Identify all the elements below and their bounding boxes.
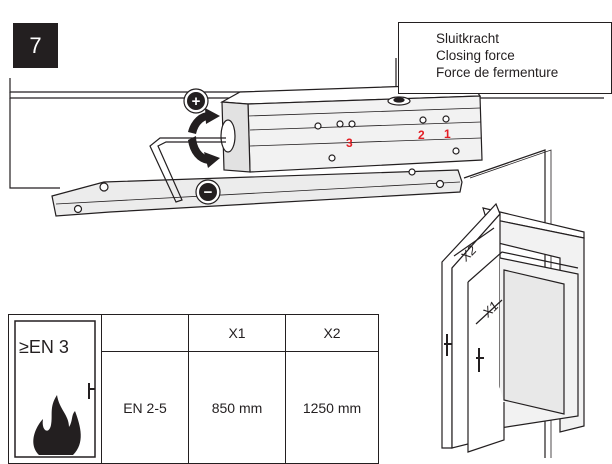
closing-force-caption: Sluitkracht Closing force Force de ferme… [398, 22, 612, 94]
header-x2: X2 [285, 314, 379, 352]
caption-line-fr: Force de fermenture [436, 65, 559, 80]
marker-2: 2 [418, 128, 425, 142]
plus-icon: + [183, 88, 209, 114]
plus-label: + [192, 93, 201, 110]
marker-3: 3 [346, 136, 353, 150]
cell-x1: 850 mm [188, 351, 286, 464]
force-table: ≥EN 3 X1 X2 EN 2-5 850 mm 1250 mm [8, 314, 379, 464]
door-closer-body [219, 83, 483, 173]
marker-1: 1 [444, 127, 451, 141]
fire-icon [33, 395, 81, 455]
symbol-cell: ≥EN 3 [8, 314, 102, 464]
adjust-arrow [188, 108, 220, 168]
minus-icon: − [195, 179, 221, 205]
caption-line-nl: Sluitkracht [436, 31, 500, 46]
step-number: 7 [13, 23, 58, 68]
en3-label: ≥EN 3 [19, 337, 69, 357]
cell-x2: 1250 mm [285, 351, 379, 464]
hex-key-icon [149, 137, 226, 203]
header-x1: X1 [188, 314, 286, 352]
table-row: EN 2-5 850 mm 1250 mm [9, 351, 379, 464]
minus-label: − [204, 184, 213, 201]
caption-line-en: Closing force [436, 48, 515, 63]
cell-class: EN 2-5 [101, 351, 189, 464]
door-diagram [441, 202, 585, 453]
header-empty [101, 314, 189, 352]
closer-rail [51, 168, 463, 217]
door-fire-icon [14, 320, 96, 458]
